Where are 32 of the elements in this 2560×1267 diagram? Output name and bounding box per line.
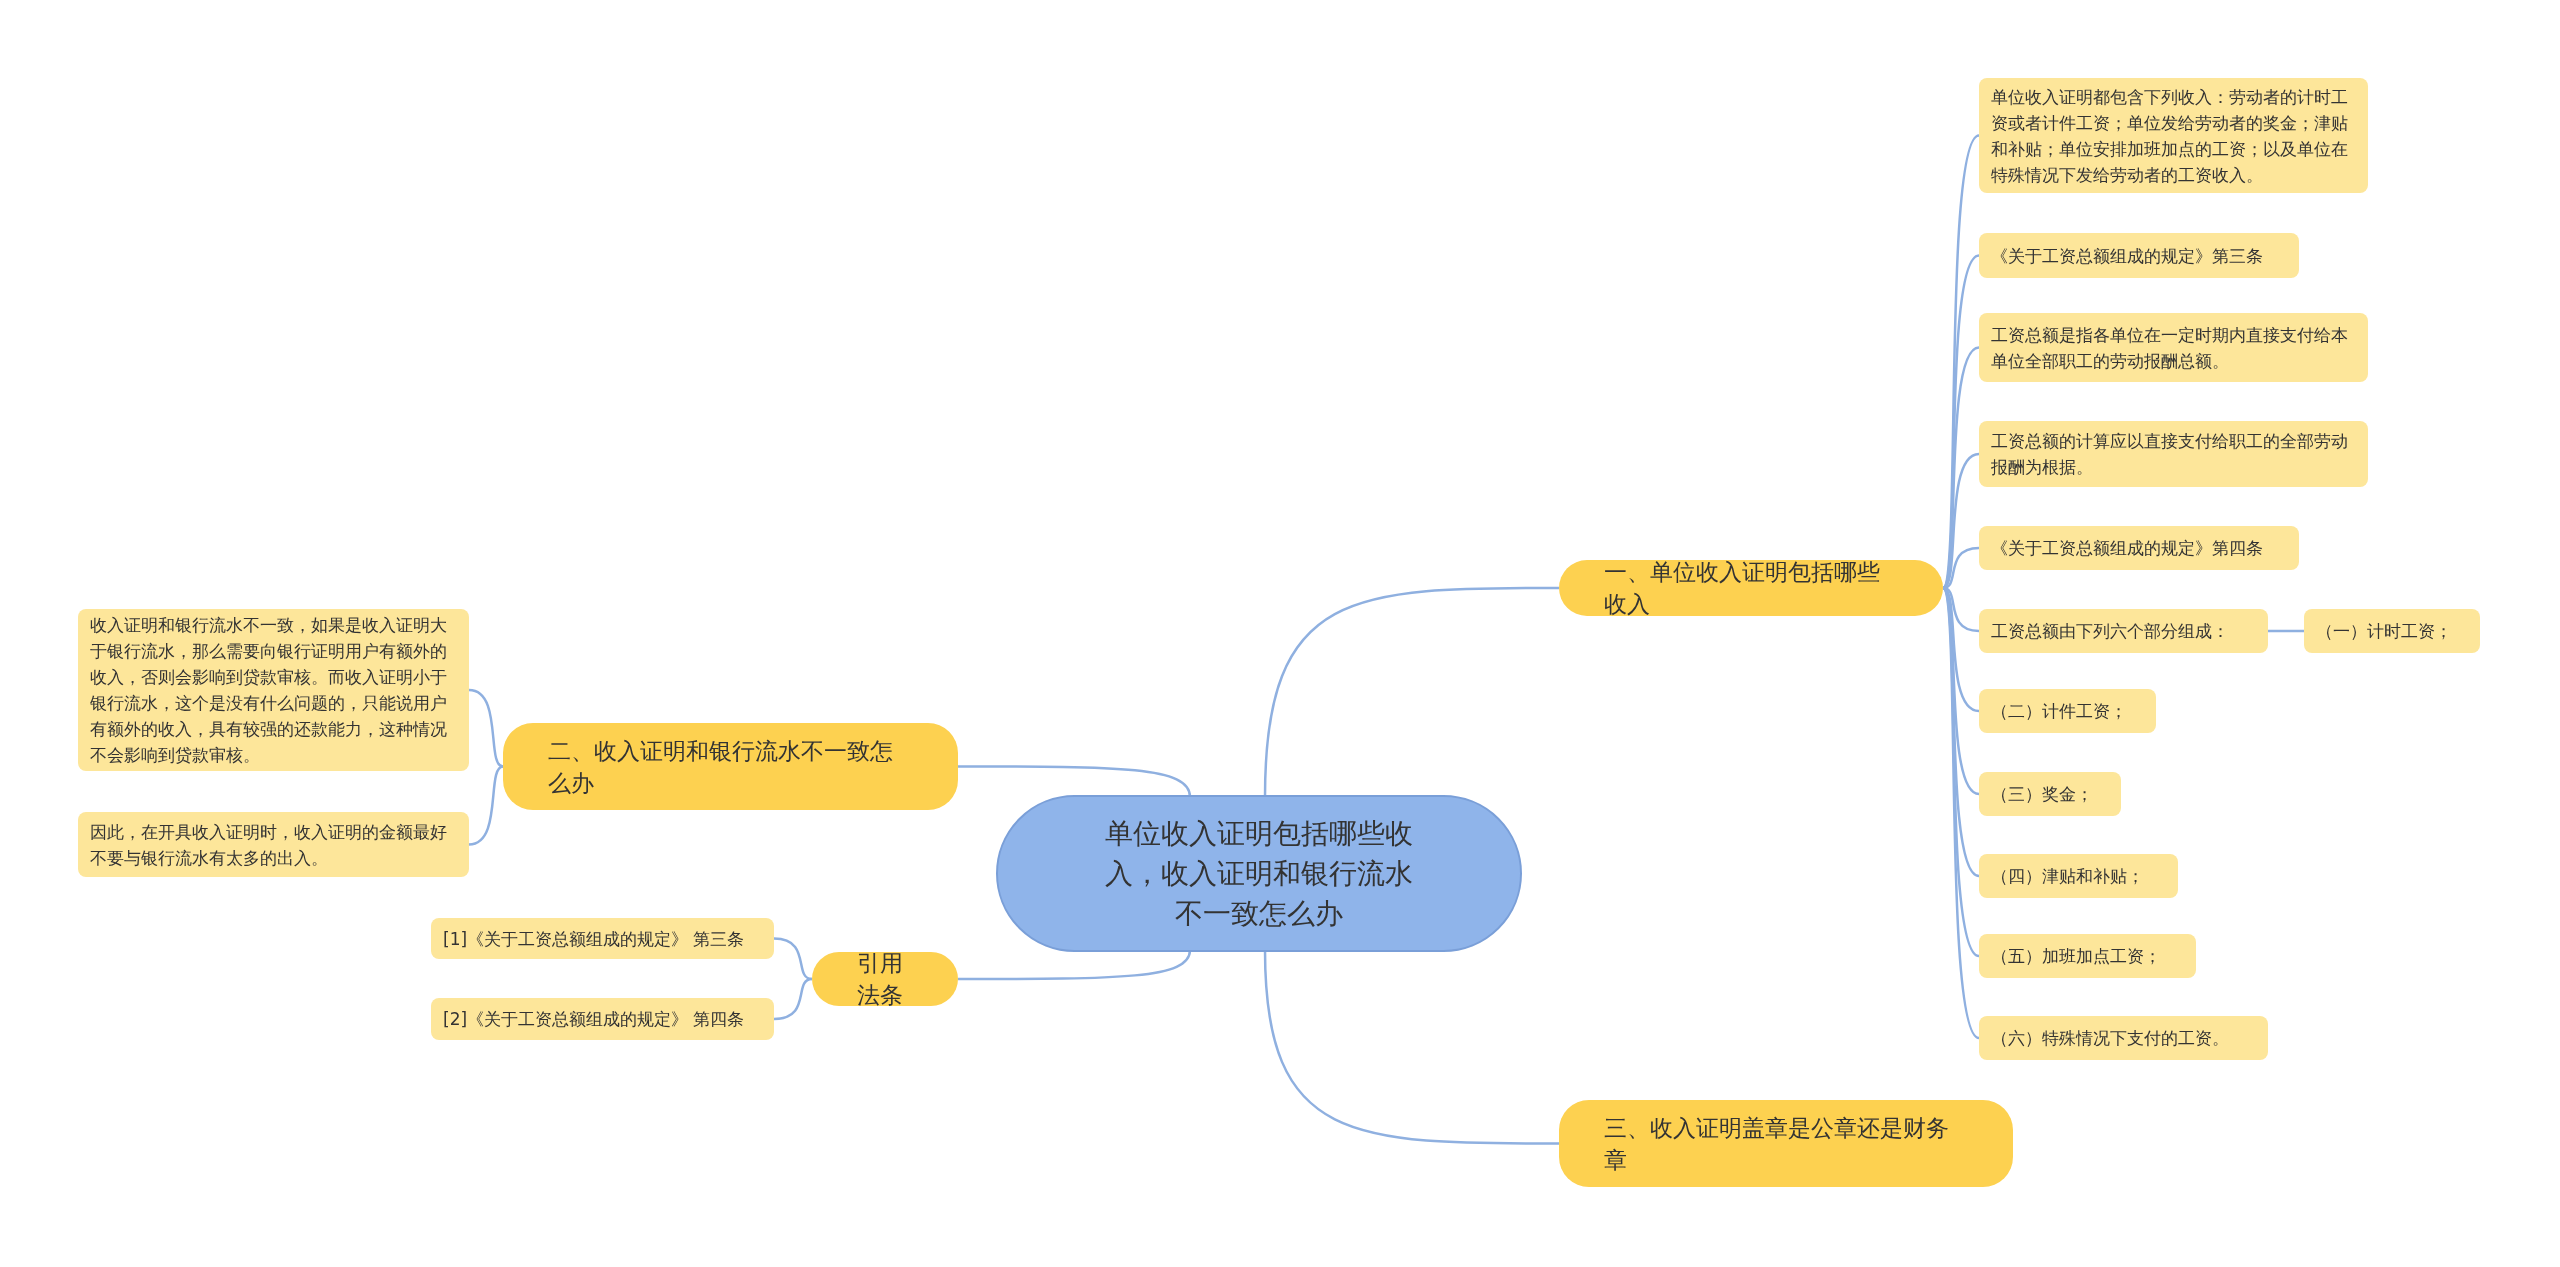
connector-line — [2268, 629, 2304, 633]
subtopic-box: 工资总额的计算应以直接支付给职工的全部劳动报酬为根据。 — [1979, 421, 2368, 487]
subtopic-box: （二）计件工资； — [1979, 689, 2156, 733]
subtopic-box: （一）计时工资； — [2304, 609, 2480, 653]
subtopic-box: （六）特殊情况下支付的工资。 — [1979, 1016, 2268, 1060]
connector-line — [1263, 586, 1559, 798]
subtopic-box: [2]《关于工资总额组成的规定》 第四条 — [431, 998, 774, 1040]
connector-line — [958, 949, 1192, 981]
subtopic-box: 工资总额由下列六个部分组成： — [1979, 609, 2268, 653]
topic-box: 二、收入证明和银行流水不一致怎么办 — [503, 723, 958, 810]
connector-line — [468, 765, 504, 846]
subtopic-box: （五）加班加点工资； — [1979, 934, 2196, 978]
connector-line — [1941, 587, 1980, 1039]
connector-line — [958, 765, 1192, 798]
connector-line — [773, 977, 813, 1021]
connector-line — [1263, 949, 1559, 1145]
subtopic-box: 因此，在开具收入证明时，收入证明的金额最好不要与银行流水有太多的出入。 — [78, 812, 469, 877]
topic-box: 一、单位收入证明包括哪些收入 — [1559, 560, 1943, 616]
central-topic: 单位收入证明包括哪些收入，收入证明和银行流水不一致怎么办 — [996, 795, 1522, 952]
connector-line — [773, 937, 813, 981]
subtopic-box: [1]《关于工资总额组成的规定》 第三条 — [431, 918, 774, 959]
subtopic-box: （三）奖金； — [1979, 772, 2121, 816]
subtopic-box: 《关于工资总额组成的规定》第三条 — [1979, 233, 2299, 278]
subtopic-box: 单位收入证明都包含下列收入：劳动者的计时工资或者计件工资；单位发给劳动者的奖金；津贴和补贴；单位安排加班加点的工资；以及单位在特殊情况下发给劳动者的工资收入。 — [1979, 78, 2368, 193]
connector-line — [1941, 254, 1980, 589]
subtopic-box: （四）津贴和补贴； — [1979, 854, 2178, 898]
subtopic-box: 《关于工资总额组成的规定》第四条 — [1979, 526, 2299, 570]
subtopic-box: 工资总额是指各单位在一定时期内直接支付给本单位全部职工的劳动报酬总额。 — [1979, 313, 2368, 382]
subtopic-box: 收入证明和银行流水不一致，如果是收入证明大于银行流水，那么需要向银行证明用户有额外的收入，否则会影响到贷款审核。而收入证明小于银行流水，这个是没有什么问题的，只能说用户有额外的收入，具有较强的还款能力，这种情况不会影响到贷款审核。 — [78, 609, 469, 771]
connector-line — [468, 688, 504, 768]
topic-box: 三、收入证明盖章是公章还是财务章 — [1559, 1100, 2013, 1187]
topic-box: 引用法条 — [812, 952, 958, 1006]
